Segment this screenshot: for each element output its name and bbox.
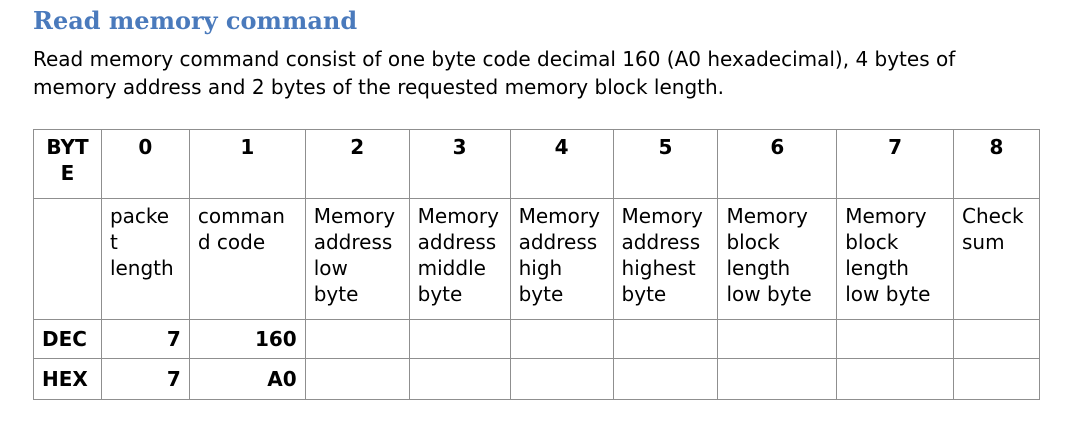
hex-cell-0: 7 (100, 357, 190, 400)
dec-cell-2 (304, 318, 410, 359)
table-row-hex: HEX 7 A0 (33, 357, 1040, 400)
desc-cell-addr-highest: Memory address highest byte (612, 197, 719, 320)
dec-cell-1: 160 (188, 318, 306, 359)
desc-cell-packet-length: packe t length (100, 197, 190, 320)
dec-cell-6 (717, 318, 838, 359)
dec-cell-7 (836, 318, 955, 359)
hex-cell-5 (612, 357, 719, 400)
section-heading: Read memory command (33, 6, 358, 35)
desc-cell-addr-low: Memory address low byte (304, 197, 410, 320)
dec-cell-8 (953, 318, 1040, 359)
header-cell-6: 6 (717, 128, 838, 199)
header-cell-4: 4 (509, 128, 614, 199)
header-cell-0: 0 (100, 128, 190, 199)
hex-cell-8 (953, 357, 1040, 400)
desc-cell-blank (33, 197, 102, 320)
hex-cell-1: A0 (188, 357, 306, 400)
dec-cell-0: 7 (100, 318, 190, 359)
header-cell-8: 8 (953, 128, 1040, 199)
dec-cell-5 (612, 318, 719, 359)
hex-cell-6 (717, 357, 838, 400)
desc-cell-addr-high: Memory address high byte (509, 197, 614, 320)
desc-cell-checksum: Check sum (953, 197, 1040, 320)
desc-cell-addr-middle: Memory address middle byte (408, 197, 511, 320)
header-cell-byte: BYT E (33, 128, 102, 199)
dec-label: DEC (33, 318, 102, 359)
header-cell-3: 3 (408, 128, 511, 199)
intro-paragraph: Read memory command consist of one byte … (33, 46, 956, 100)
dec-cell-3 (408, 318, 511, 359)
header-cell-2: 2 (304, 128, 410, 199)
desc-cell-block-length-low-1: Memory block length low byte (717, 197, 838, 320)
table-row-descriptions: packe t length comman d code Memory addr… (33, 197, 1040, 320)
hex-cell-7 (836, 357, 955, 400)
desc-cell-command-code: comman d code (188, 197, 306, 320)
table-row-header: BYT E 0 1 2 3 4 5 6 7 8 (33, 128, 1040, 199)
hex-label: HEX (33, 357, 102, 400)
hex-cell-3 (408, 357, 511, 400)
desc-cell-block-length-low-2: Memory block length low byte (836, 197, 955, 320)
hex-cell-4 (509, 357, 614, 400)
byte-layout-table: BYT E 0 1 2 3 4 5 6 7 8 packe t length c… (33, 128, 1040, 400)
table-row-dec: DEC 7 160 (33, 318, 1040, 359)
header-cell-7: 7 (836, 128, 955, 199)
header-cell-5: 5 (612, 128, 719, 199)
header-cell-1: 1 (188, 128, 306, 199)
dec-cell-4 (509, 318, 614, 359)
hex-cell-2 (304, 357, 410, 400)
